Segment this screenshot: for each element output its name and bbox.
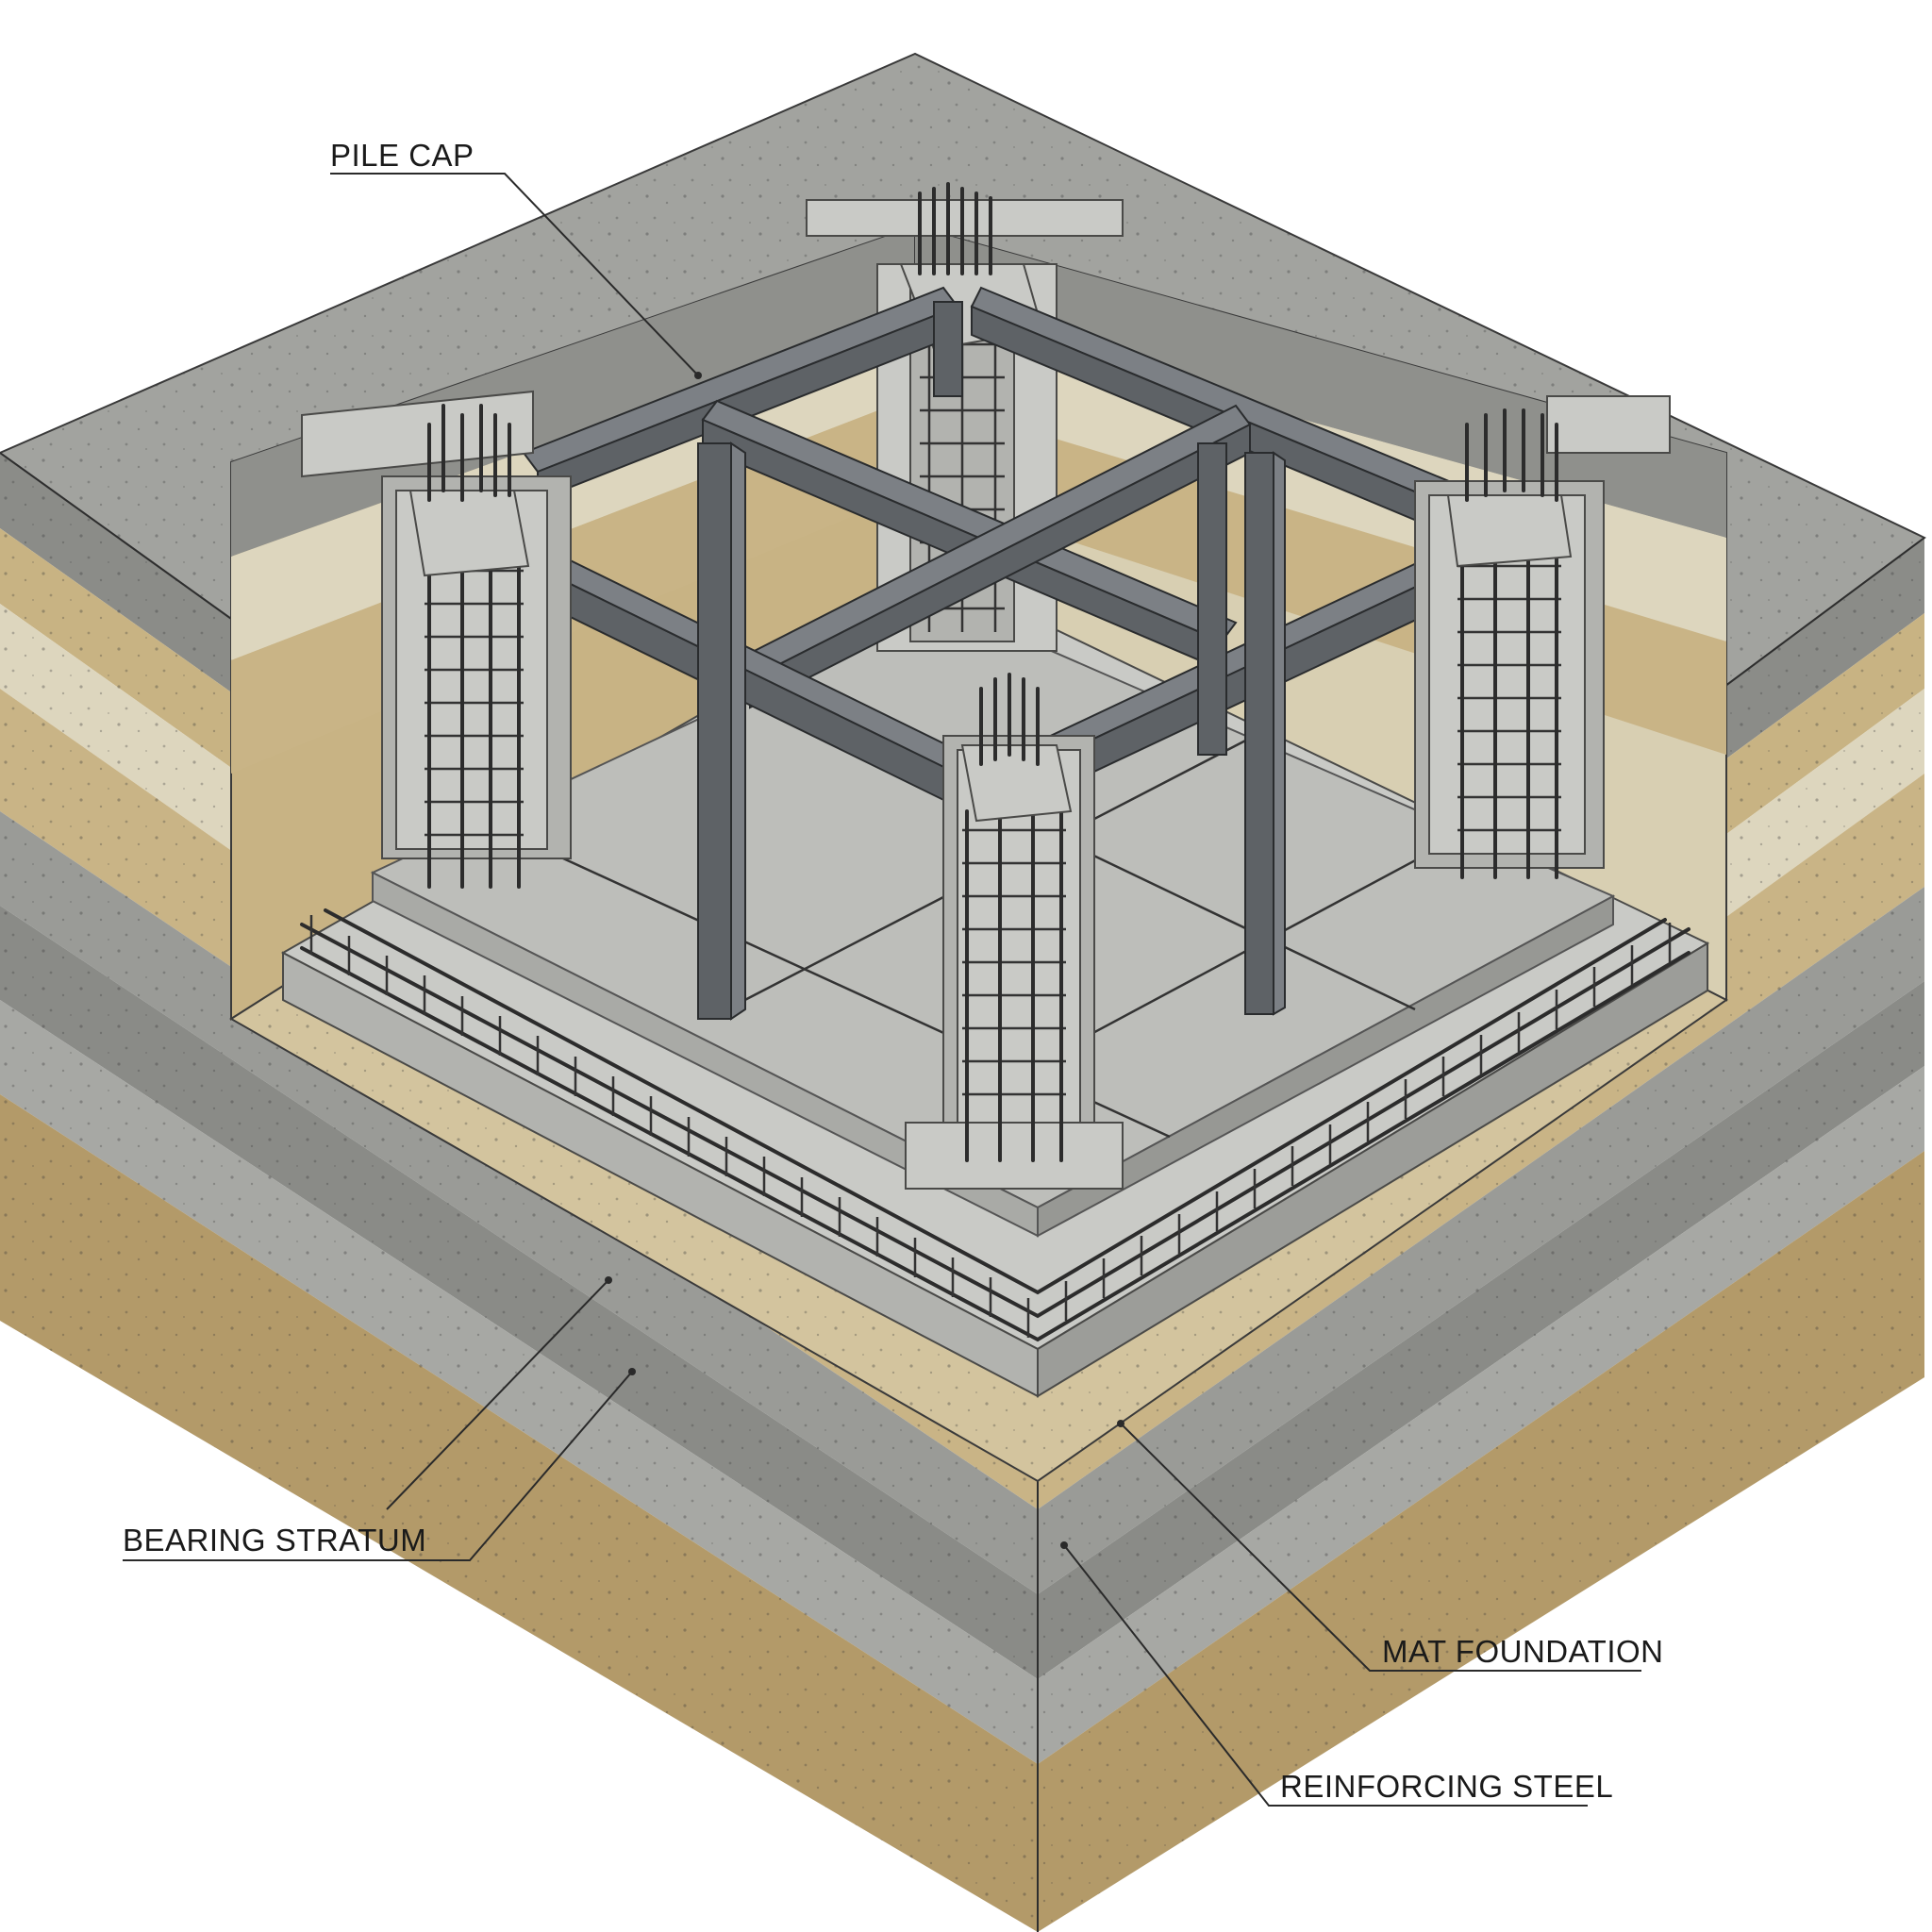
pile-cap-front: [905, 673, 1124, 1190]
reinforcing-steel-leader: [1063, 1544, 1588, 1807]
mat-foundation-leader: [1120, 1423, 1641, 1672]
pile-cap-right: [1414, 395, 1671, 879]
pile-cap-leader: [330, 173, 699, 376]
reinforcing-steel-label: REINFORCING STEEL: [1280, 1769, 1613, 1804]
callout-mat-foundation: MAT FOUNDATION: [1117, 1420, 1664, 1672]
steel-frame: [493, 286, 1502, 1021]
pile-cap-left: [301, 390, 572, 889]
callout-reinforcing-steel: REINFORCING STEEL: [1060, 1541, 1613, 1807]
callout-bearing-stratum: BEARING STRATUM: [123, 1276, 636, 1561]
bearing-stratum-leader-1: [123, 1371, 633, 1561]
bearing-stratum-leader-2: [386, 1279, 609, 1510]
mat-foundation-label: MAT FOUNDATION: [1382, 1634, 1664, 1669]
pile-cap-label: PILE CAP: [330, 138, 475, 173]
callout-pile-cap: PILE CAP: [330, 138, 702, 379]
perimeter-rebar: [300, 908, 1690, 1342]
bearing-stratum-label: BEARING STRATUM: [123, 1523, 426, 1557]
